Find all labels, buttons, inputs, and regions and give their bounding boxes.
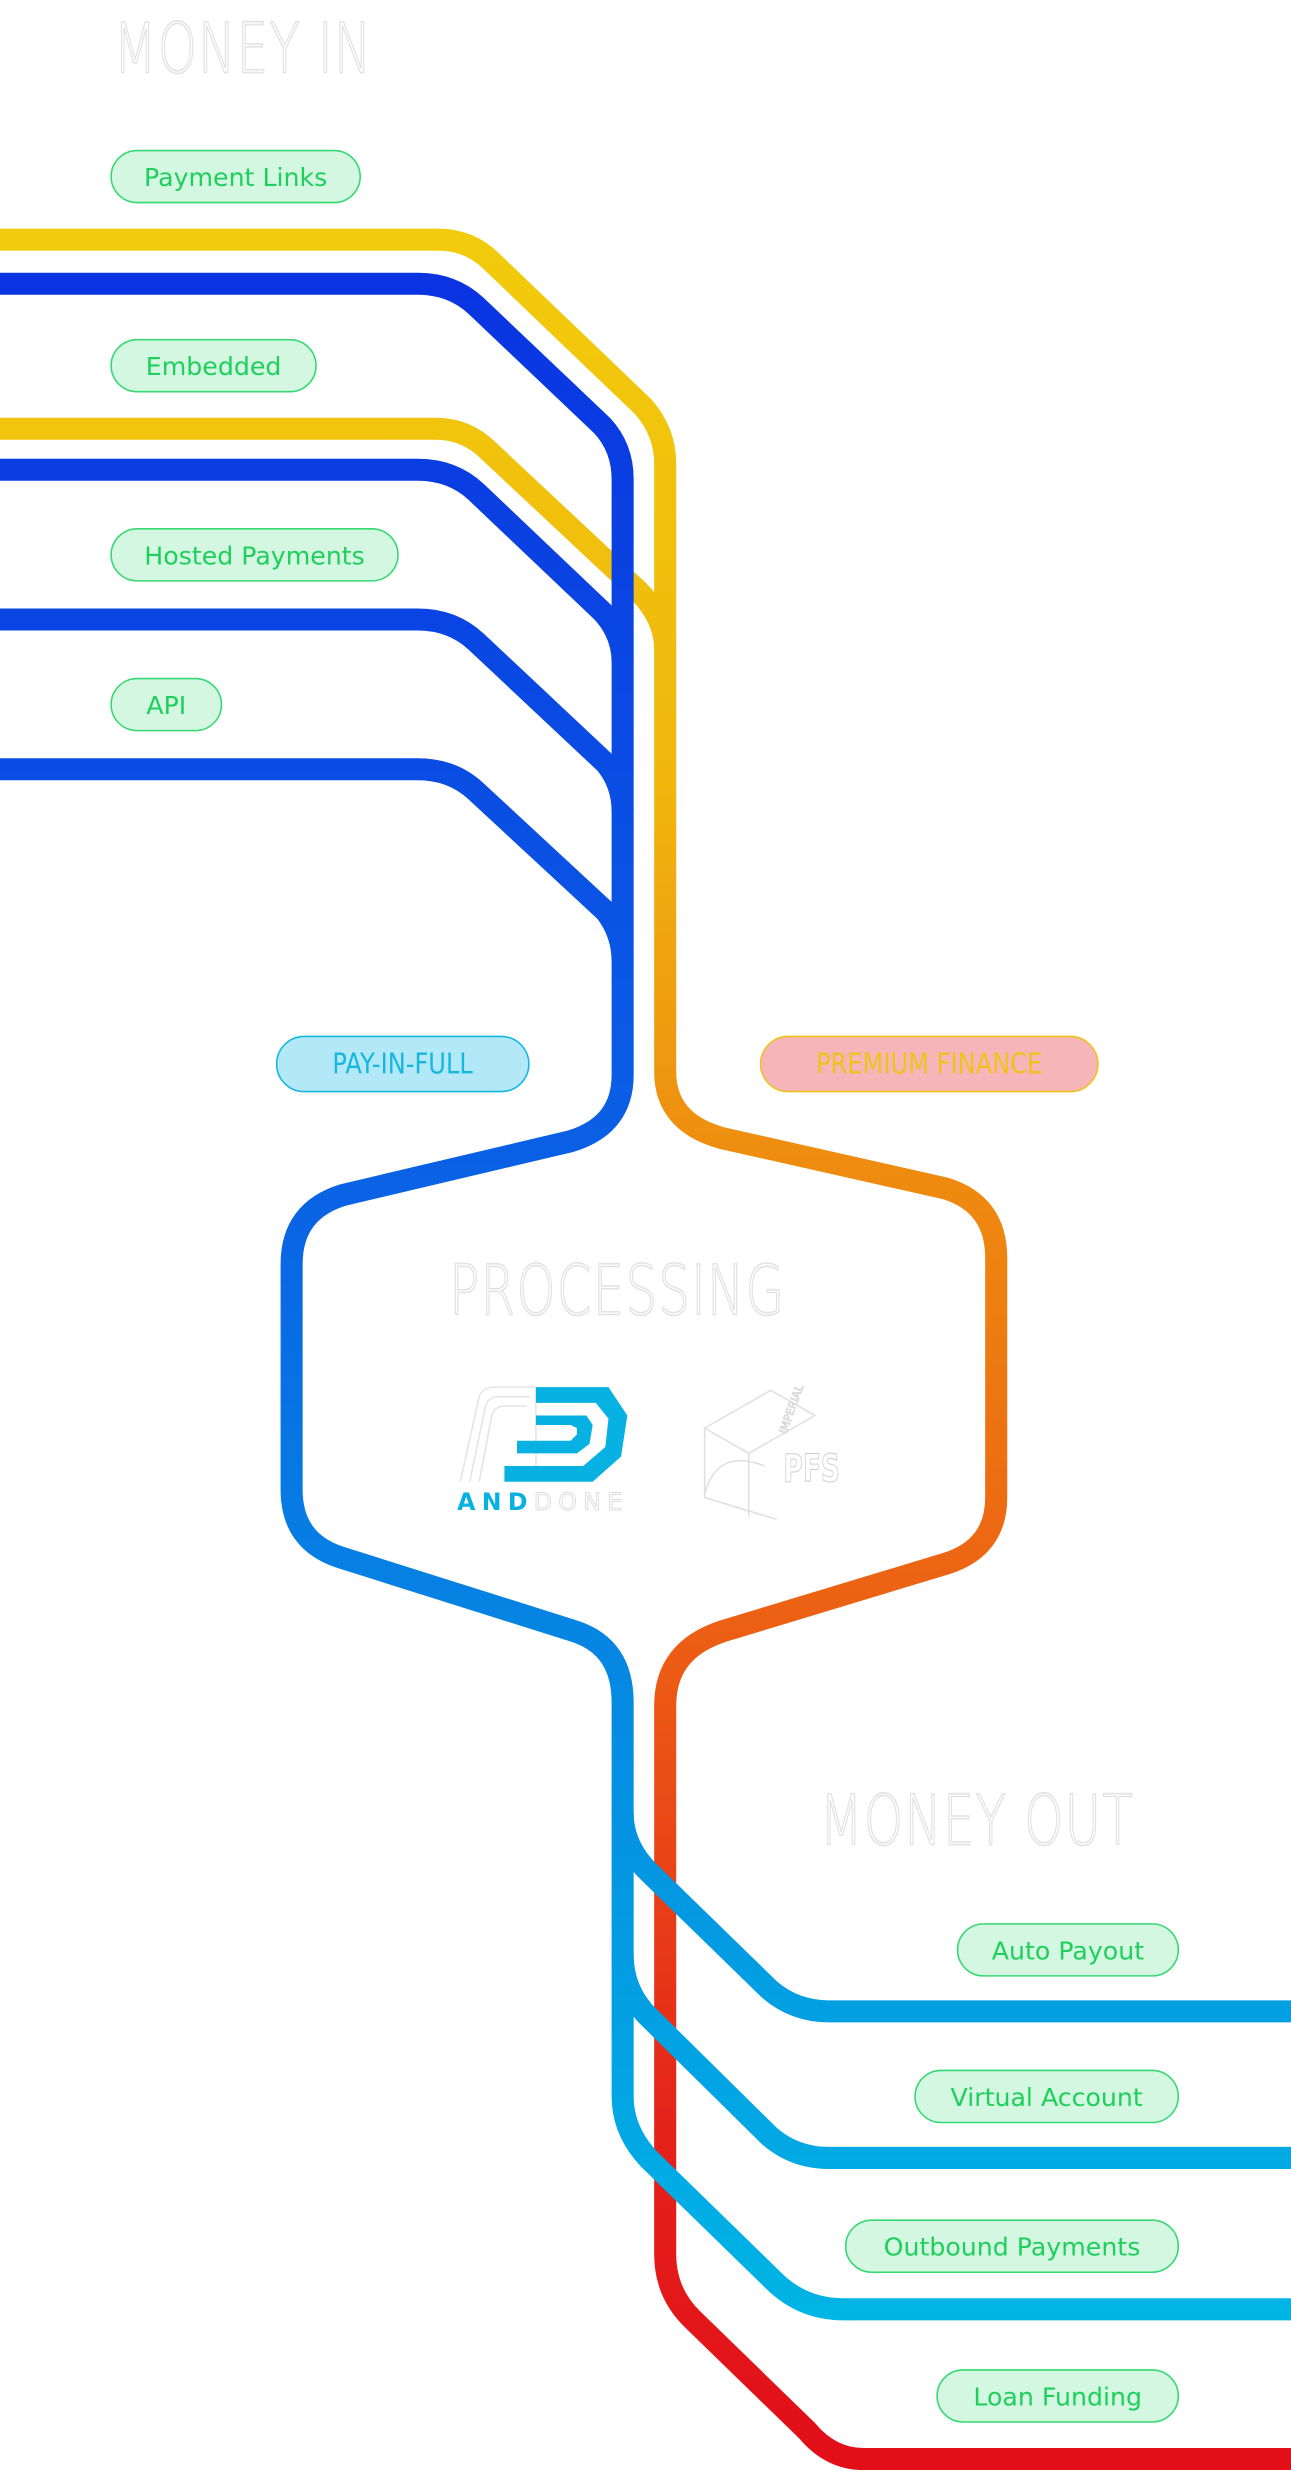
- money-in-heading: MONEY IN: [113, 9, 373, 90]
- premium-finance-line-main: [0, 228, 1291, 2471]
- pay-in-full-line-d: [0, 758, 634, 962]
- auto-payout-pill: Auto Payout: [956, 1923, 1180, 1977]
- pfs-cube-icon: [703, 1389, 817, 1521]
- anddone-mark-icon: [459, 1386, 628, 1482]
- premium-finance-tag: PREMIUM FINANCE: [759, 1035, 1099, 1093]
- anddone-logo-done: DONE: [533, 1488, 629, 1517]
- processing-heading: PROCESSING: [449, 1251, 786, 1332]
- anddone-logo: ANDDONE: [454, 1384, 643, 1520]
- pay-in-full-tag: PAY-IN-FULL: [275, 1035, 530, 1093]
- money-out-heading: MONEY OUT: [819, 1781, 1134, 1862]
- imperial-pfs-logo: IMPERIAL PFS: [701, 1383, 843, 1521]
- embedded-pill: Embedded: [110, 338, 317, 393]
- pfs-logo-pfs: PFS: [783, 1447, 841, 1492]
- api-pill: API: [110, 677, 223, 732]
- premium-finance-label: PREMIUM FINANCE: [816, 1047, 1043, 1081]
- virtual-account-branch: [611, 1954, 1291, 2169]
- outbound-payments-pill: Outbound Payments: [844, 2219, 1180, 2274]
- pay-in-full-line-main: [0, 272, 1291, 2321]
- hosted-payments-pill: Hosted Payments: [110, 528, 399, 582]
- payment-links-pill: Payment Links: [110, 149, 361, 204]
- pay-in-full-label: PAY-IN-FULL: [332, 1047, 473, 1081]
- auto-payout-branch: [611, 1812, 1291, 2023]
- anddone-logo-and: AND: [457, 1488, 534, 1517]
- pay-in-full-line-c: [0, 608, 634, 813]
- loan-funding-pill: Loan Funding: [936, 2369, 1180, 2423]
- virtual-account-pill: Virtual Account: [914, 2069, 1180, 2124]
